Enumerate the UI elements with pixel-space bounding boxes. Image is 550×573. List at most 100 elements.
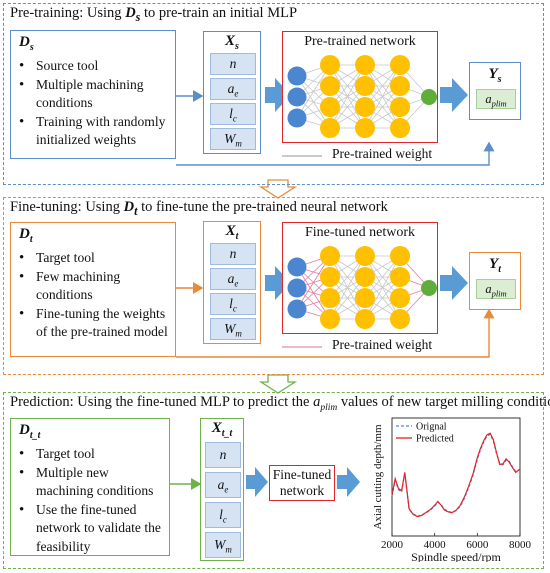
hidden-node	[320, 118, 340, 138]
input-node	[287, 257, 307, 277]
hidden-node	[390, 309, 410, 329]
finetuned-network-block: Fine-tuned network	[269, 465, 335, 501]
legend-line-2	[282, 346, 322, 348]
stage1-feedback-line	[176, 141, 495, 166]
input-symbol: Xt	[225, 223, 239, 242]
series-line-predicted	[391, 432, 521, 518]
pretraining-title: Pre-training: Using Ds to pre-train an i…	[10, 5, 298, 24]
fat-arrow-input-to-net-1	[265, 78, 291, 112]
list-item: Target tool	[17, 249, 175, 268]
hidden-node	[320, 267, 340, 287]
legend-label: Predicted	[416, 434, 454, 445]
mlp-graph	[287, 55, 437, 138]
list-item: Few machining conditions	[17, 268, 175, 305]
stage2-feedback-line	[176, 308, 495, 358]
x-tick-label: 2000	[381, 539, 404, 551]
feature-wm: Wm	[210, 128, 256, 150]
feature-ae: ae	[210, 268, 256, 290]
list-item: Use the fine-tuned network to validate t…	[17, 501, 169, 557]
hidden-node	[320, 246, 340, 266]
network-title: Fine-tuned network	[304, 225, 416, 240]
target-dataset-list: Target tool Few machining conditions Fin…	[17, 249, 175, 342]
target-dataset-symbol: Dt	[19, 226, 33, 245]
x-tick-label: 4000	[424, 539, 447, 551]
target-dataset-box: Dt Target tool Few machining conditions …	[10, 222, 176, 357]
output-symbol: Ys	[488, 66, 502, 85]
pretrained-weight-legend-2: Pre-trained weight	[332, 337, 433, 352]
weight-edge	[329, 64, 366, 129]
feature-wm: Wm	[205, 532, 241, 558]
source-dataset-box: Ds Source tool Multiple machining condit…	[10, 30, 176, 159]
finetuned-network-label: Fine-tuned network	[272, 467, 332, 498]
finetuned-network-box: Fine-tuned network	[282, 222, 438, 334]
hidden-node	[390, 118, 410, 138]
network-title: Pre-trained network	[304, 34, 416, 49]
fat-arrow-net-to-output-2	[440, 266, 468, 300]
legend-label: Orignal	[416, 422, 447, 433]
hidden-node	[320, 97, 340, 117]
input-symbol: Xt_t	[211, 420, 233, 439]
weight-edge	[329, 255, 366, 320]
feature-lc: lc	[205, 502, 241, 528]
list-item: Training with randomly initialized weigh…	[17, 113, 175, 150]
down-arrow-2	[258, 374, 298, 394]
output-aplim: aplim	[476, 89, 516, 109]
hidden-node	[355, 76, 375, 96]
weight-edge	[364, 64, 401, 129]
feature-n: n	[205, 442, 241, 468]
weight-edge	[296, 255, 331, 310]
y-axis-label: Axial cutting depth/mm	[372, 424, 384, 530]
hidden-node	[390, 97, 410, 117]
fat-arrow-net-to-output-1	[440, 78, 468, 112]
output-aplim: aplim	[476, 279, 516, 299]
feature-n: n	[210, 243, 256, 265]
x-tick-label: 6000	[466, 539, 489, 551]
mlp-graph	[287, 246, 437, 329]
output-node	[421, 280, 437, 296]
legend-line-1	[282, 155, 322, 157]
feature-lc: lc	[210, 103, 256, 125]
list-item: Target tool	[17, 445, 169, 464]
input-symbol: Xs	[225, 33, 239, 52]
weight-edge	[296, 64, 331, 119]
hidden-node	[320, 309, 340, 329]
list-item: Source tool	[17, 57, 175, 76]
hidden-node	[390, 246, 410, 266]
feature-wm: Wm	[210, 318, 256, 340]
pretraining-stage: Pre-training: Using Ds to pre-train an i…	[3, 3, 544, 185]
new-dataset-list: Target tool Multiple new machining condi…	[17, 445, 169, 556]
hidden-node	[355, 309, 375, 329]
input-features-box-1: Xs n ae lc Wm	[203, 31, 261, 154]
fat-arrow-input-to-net-2	[265, 266, 291, 300]
pretrained-network-box: Pre-trained network	[282, 31, 438, 143]
output-symbol: Yt	[489, 256, 501, 275]
list-item: Multiple new machining conditions	[17, 464, 169, 501]
hidden-node	[355, 55, 375, 75]
source-dataset-list: Source tool Multiple machining condition…	[17, 57, 175, 150]
hidden-node	[390, 288, 410, 308]
new-conditions-dataset-box: Dt_t Target tool Multiple new machining …	[10, 418, 170, 556]
hidden-node	[390, 267, 410, 287]
input-node	[287, 87, 307, 107]
hidden-node	[355, 118, 375, 138]
hidden-node	[390, 76, 410, 96]
weight-edge	[364, 255, 401, 320]
feature-ae: ae	[210, 78, 256, 100]
output-box-1: Ys aplim	[469, 62, 521, 120]
input-node	[287, 108, 307, 128]
input-node	[287, 278, 307, 298]
finetuning-stage: Fine-tuning: Using Dt to fine-tune the p…	[3, 197, 544, 375]
hidden-node	[320, 76, 340, 96]
feature-ae: ae	[205, 472, 241, 498]
new-dataset-symbol: Dt_t	[19, 422, 41, 441]
fat-arrow-net-to-chart	[337, 467, 360, 497]
prediction-title: Prediction: Using the fine-tuned MLP to …	[10, 394, 550, 413]
x-tick-label: 8000	[509, 539, 532, 551]
fat-arrow-input-to-net-3	[246, 467, 268, 497]
hidden-node	[320, 55, 340, 75]
list-item: Fine-tuning the weights of the pre-train…	[17, 305, 175, 342]
input-node	[287, 66, 307, 86]
hidden-node	[390, 55, 410, 75]
